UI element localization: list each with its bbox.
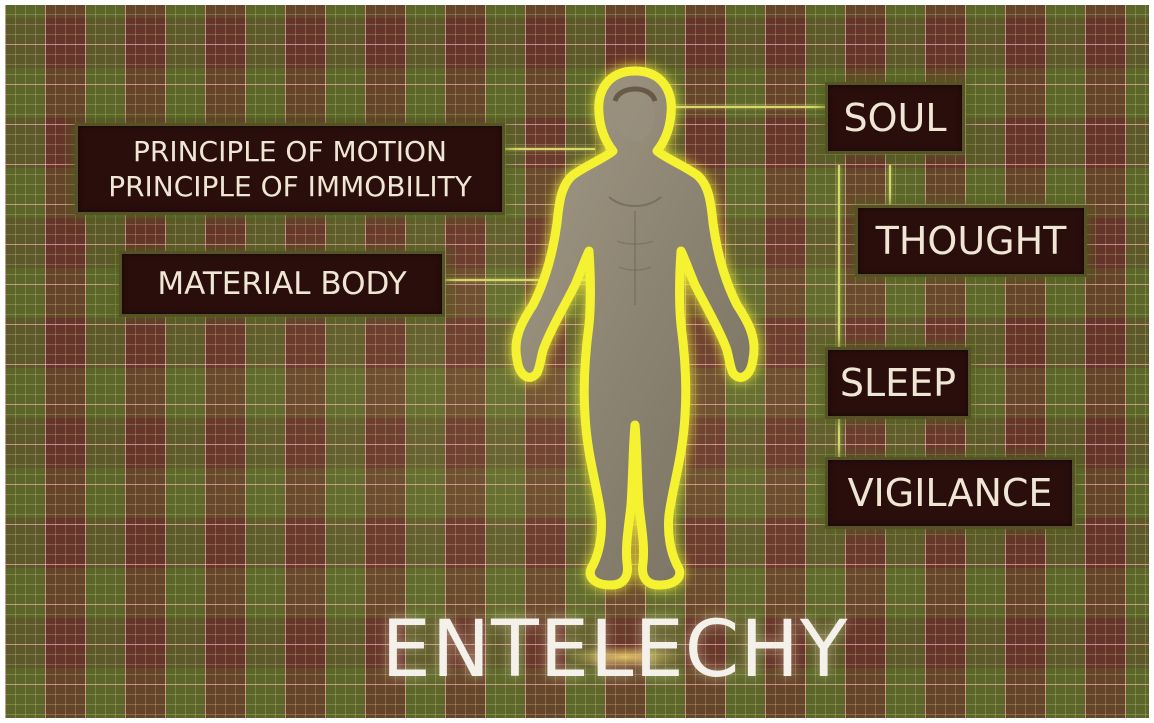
diagram-scene: PRINCIPLE OF MOTION PRINCIPLE OF IMMOBIL…: [5, 5, 1149, 718]
label-vigilance: VIGILANCE: [825, 457, 1075, 529]
soul-label: SOUL: [843, 96, 946, 140]
label-sleep: SLEEP: [825, 347, 971, 419]
diagram-title: ENTELECHY: [335, 605, 895, 695]
vigilance-label: VIGILANCE: [848, 471, 1053, 515]
human-body-figure-icon: [516, 71, 754, 585]
material-body-label: MATERIAL BODY: [157, 266, 406, 302]
label-material-body: MATERIAL BODY: [119, 251, 445, 317]
label-thought: THOUGHT: [855, 205, 1087, 277]
thought-label: THOUGHT: [876, 219, 1067, 263]
sleep-label: SLEEP: [840, 361, 956, 405]
principle-of-motion-label: PRINCIPLE OF MOTION: [133, 134, 447, 169]
label-principles: PRINCIPLE OF MOTION PRINCIPLE OF IMMOBIL…: [75, 123, 505, 215]
label-soul: SOUL: [825, 82, 965, 154]
principle-of-immobility-label: PRINCIPLE OF IMMOBILITY: [108, 169, 472, 204]
